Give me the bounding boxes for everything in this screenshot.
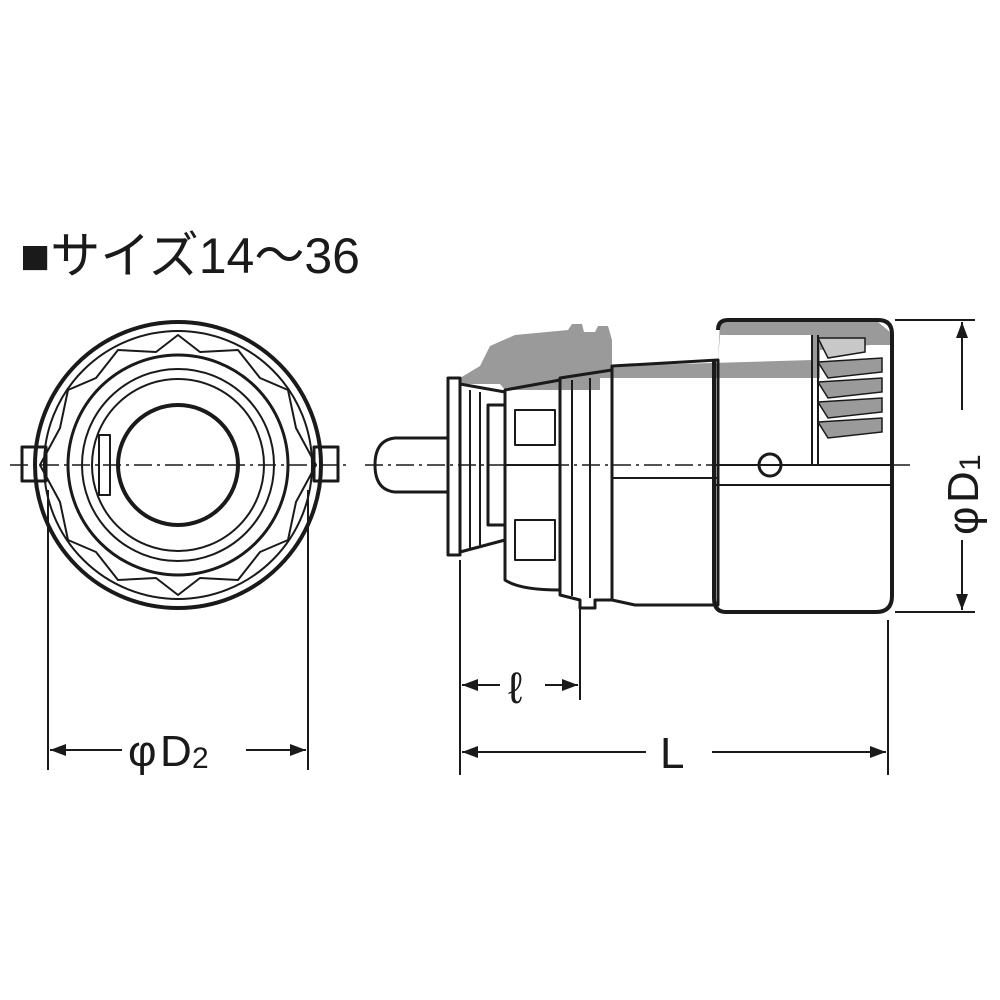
side-view-cap-ribs	[811, 335, 883, 465]
side-view-thread-face	[446, 376, 462, 557]
front-view-nut-ring	[66, 353, 290, 577]
d1-phi-symbol: φ	[939, 506, 988, 535]
dimension-d2: φ D 2	[47, 490, 309, 776]
dimension-ell: ℓ	[459, 560, 581, 775]
ell-label: ℓ	[508, 664, 522, 713]
front-view-right-lug	[312, 445, 340, 483]
d2-subscript: 2	[192, 742, 209, 775]
d2-phi-symbol: φ	[128, 727, 157, 776]
side-view-body	[610, 358, 720, 607]
d1-subscript: 1	[954, 454, 987, 471]
front-view-nut-teeth	[39, 334, 317, 596]
side-view	[373, 318, 894, 614]
dimension-d1: φ D 1	[895, 319, 988, 613]
side-view-neck	[558, 368, 614, 610]
d2-label: D	[160, 727, 192, 776]
d1-label: D	[939, 471, 988, 503]
l-label: L	[660, 729, 684, 778]
drawing-title: ■サイズ14～36	[20, 228, 360, 284]
side-view-nut	[503, 378, 562, 592]
side-view-shaded-section	[460, 322, 890, 390]
dimension-l: L	[462, 620, 889, 778]
side-view-cap	[712, 318, 894, 614]
side-view-thread-section	[459, 382, 507, 554]
